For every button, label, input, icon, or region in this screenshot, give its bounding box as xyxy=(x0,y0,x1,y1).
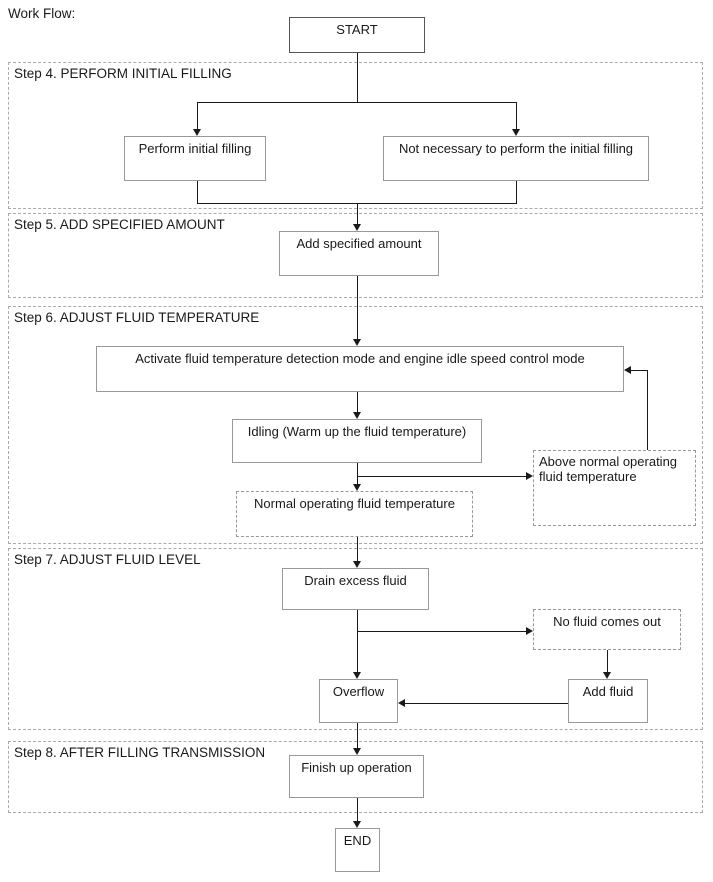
arrowhead-right-icon xyxy=(526,627,533,635)
arrowhead-down-icon xyxy=(353,412,361,419)
section-step6-label: Step 6. ADJUST FLUID TEMPERATURE xyxy=(14,310,260,325)
arrowhead-down-icon xyxy=(353,561,361,568)
connector xyxy=(607,650,608,673)
section-step5-label: Step 5. ADD SPECIFIED AMOUNT xyxy=(14,217,225,232)
node-overflow: Overflow xyxy=(319,679,398,723)
page-title: Work Flow: xyxy=(8,6,76,21)
node-finish-up-operation: Finish up operation xyxy=(289,755,424,798)
section-step7-label: Step 7. ADJUST FLUID LEVEL xyxy=(14,552,201,567)
section-step8: Step 8. AFTER FILLING TRANSMISSION xyxy=(8,741,703,813)
node-activate-temperature-detection-mode: Activate fluid temperature detection mod… xyxy=(96,346,624,392)
arrowhead-left-icon xyxy=(624,366,631,374)
arrowhead-down-icon xyxy=(353,821,361,828)
arrowhead-down-icon xyxy=(603,672,611,679)
section-step6: Step 6. ADJUST FLUID TEMPERATURE xyxy=(8,306,703,544)
node-add-specified-amount: Add specified amount xyxy=(279,231,439,276)
arrowhead-down-icon xyxy=(353,672,361,679)
connector xyxy=(357,537,358,562)
node-add-fluid: Add fluid xyxy=(568,679,648,723)
connector xyxy=(516,102,517,130)
connector xyxy=(404,703,568,704)
connector xyxy=(357,610,358,673)
connector xyxy=(357,723,358,749)
connector xyxy=(357,631,527,632)
node-idling-warm-up: Idling (Warm up the fluid temperature) xyxy=(232,419,482,463)
connector xyxy=(357,53,358,102)
arrowhead-right-icon xyxy=(526,472,533,480)
node-drain-excess-fluid: Drain excess fluid xyxy=(282,568,429,610)
connector xyxy=(647,370,648,450)
section-step5: Step 5. ADD SPECIFIED AMOUNT xyxy=(8,213,703,298)
node-above-normal-temperature: Above normal operating fluid temperature xyxy=(533,450,696,526)
arrowhead-down-icon xyxy=(512,129,520,136)
connector xyxy=(516,181,517,204)
arrowhead-down-icon xyxy=(353,339,361,346)
connector xyxy=(630,370,648,371)
connector xyxy=(197,181,198,204)
connector xyxy=(357,476,527,477)
connector xyxy=(357,203,358,225)
section-step4: Step 4. PERFORM INITIAL FILLING xyxy=(8,62,703,209)
connector xyxy=(357,463,358,485)
connector xyxy=(357,392,358,413)
arrowhead-down-icon xyxy=(353,484,361,491)
connector xyxy=(197,102,517,103)
arrowhead-down-icon xyxy=(353,224,361,231)
connector xyxy=(357,798,358,822)
node-end: END xyxy=(335,828,380,872)
section-step4-label: Step 4. PERFORM INITIAL FILLING xyxy=(14,66,232,81)
arrowhead-down-icon xyxy=(353,748,361,755)
node-perform-initial-filling: Perform initial filling xyxy=(124,136,266,181)
arrowhead-left-icon xyxy=(398,699,405,707)
node-no-fluid-comes-out: No fluid comes out xyxy=(533,609,681,650)
connector xyxy=(197,102,198,130)
node-not-necessary-initial-filling: Not necessary to perform the initial fil… xyxy=(383,136,649,181)
node-start: START xyxy=(289,17,425,53)
section-step7: Step 7. ADJUST FLUID LEVEL xyxy=(8,548,703,730)
section-step8-label: Step 8. AFTER FILLING TRANSMISSION xyxy=(14,745,266,760)
arrowhead-down-icon xyxy=(193,129,201,136)
node-normal-operating-temperature: Normal operating fluid temperature xyxy=(236,491,473,537)
connector xyxy=(357,276,358,340)
